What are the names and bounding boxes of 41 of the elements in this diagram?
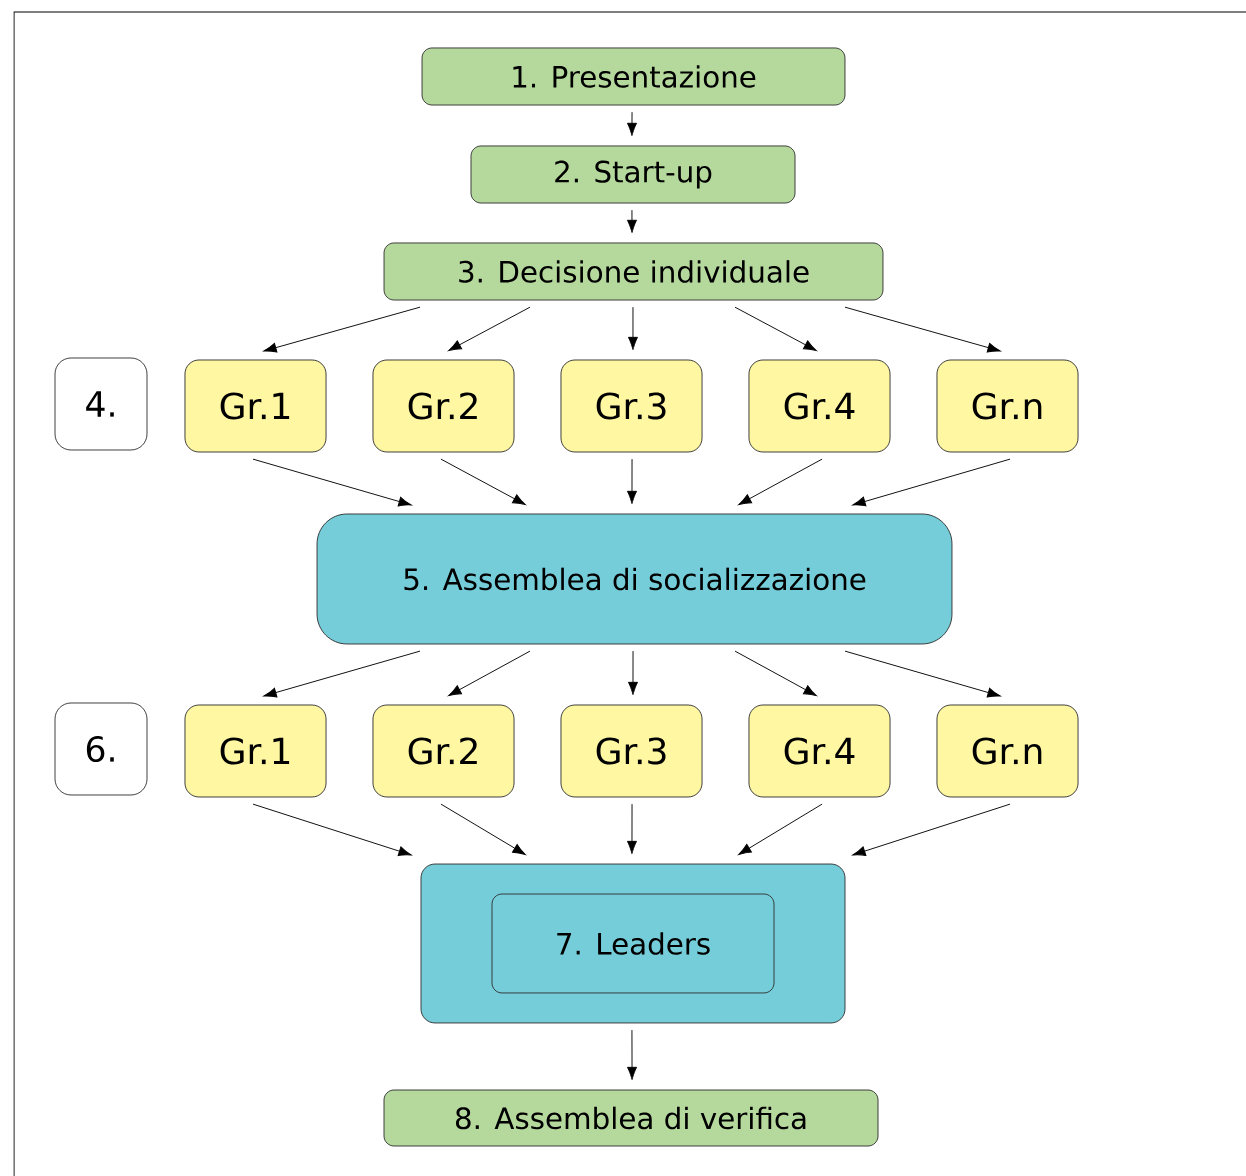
step-box: 3. Decisione individuale (383, 242, 884, 301)
step-box: 2. Start-up (470, 145, 796, 204)
arrow (734, 650, 817, 697)
assembly-box: 5. Assemblea di socializzazione (316, 513, 953, 645)
arrow (252, 803, 412, 856)
group-box: Gr.2 (372, 359, 515, 453)
group-box: Gr.n (936, 359, 1079, 453)
arrow (626, 803, 637, 855)
step-number-box: 6. (54, 702, 148, 796)
group-box: Gr.3 (560, 359, 703, 453)
step-number-box: 4. (54, 357, 148, 451)
group-box: Gr.1 (184, 704, 327, 798)
leaders-box: 7. Leaders (491, 893, 775, 994)
arrow (263, 306, 421, 353)
arrow (627, 209, 637, 233)
arrow (627, 306, 638, 350)
arrow (440, 458, 526, 506)
group-box: Gr.4 (748, 704, 891, 798)
arrow (252, 458, 412, 507)
arrow (448, 306, 531, 352)
group-box: Gr.1 (184, 359, 327, 453)
arrow (263, 650, 421, 698)
group-box: Gr.n (936, 704, 1079, 798)
arrow (844, 306, 1001, 353)
arrow (734, 306, 817, 352)
arrow (627, 458, 637, 504)
arrow (628, 650, 638, 695)
group-box: Gr.4 (748, 359, 891, 453)
arrow (627, 111, 637, 136)
arrow (738, 803, 823, 855)
arrow (844, 650, 1001, 698)
group-box: Gr.3 (560, 704, 703, 798)
arrow (448, 650, 531, 697)
group-box: Gr.2 (372, 704, 515, 798)
arrow (627, 1029, 638, 1080)
arrow (852, 458, 1011, 507)
arrow (852, 803, 1011, 856)
arrow (738, 458, 823, 506)
step-box: 1. Presentazione (421, 47, 846, 106)
arrow (440, 803, 526, 855)
step-box: 8. Assemblea di verifica (383, 1089, 879, 1147)
